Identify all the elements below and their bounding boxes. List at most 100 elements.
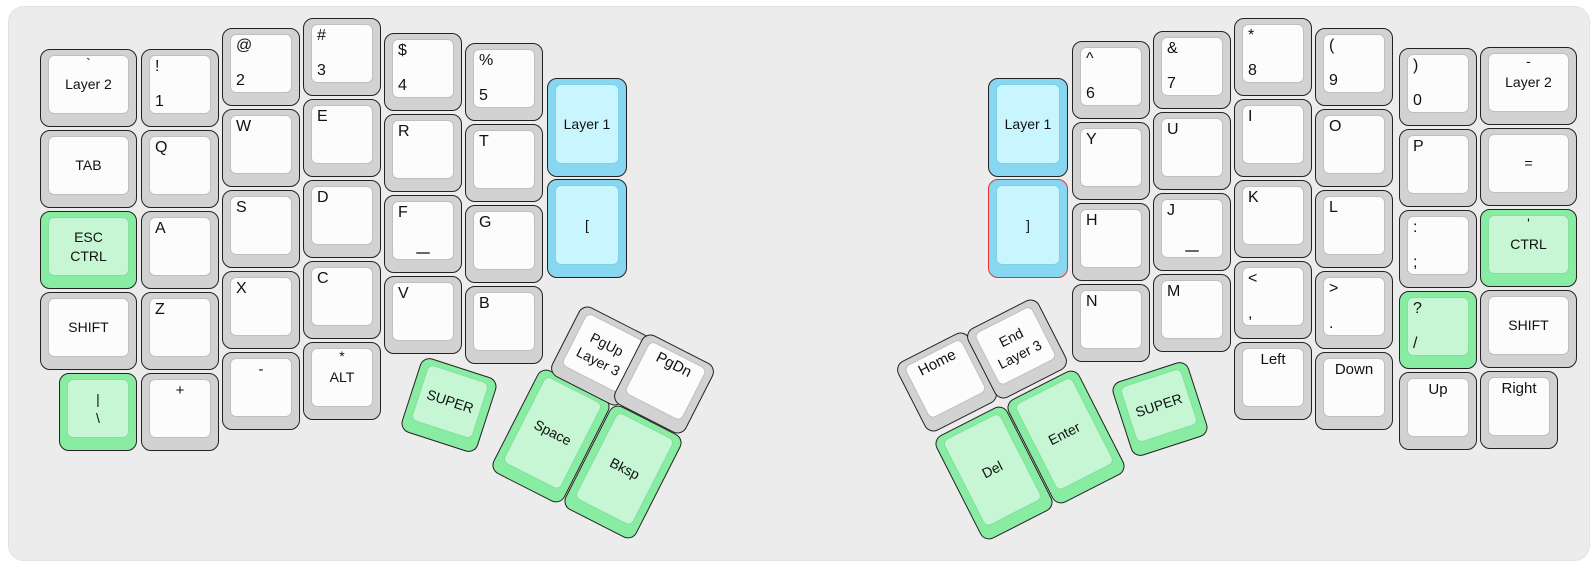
key-h[interactable]: H xyxy=(1072,203,1150,281)
key-e[interactable]: E xyxy=(303,99,381,177)
key-quote-ctrl[interactable]: 'CTRL xyxy=(1480,209,1577,287)
key-layer1-right[interactable]: Layer 1 xyxy=(988,78,1068,177)
key-left-bracket-label-line: [ xyxy=(585,216,589,233)
key-left-bracket[interactable]: [ xyxy=(547,179,627,278)
key-colon-semicolon[interactable]: :; xyxy=(1399,210,1477,288)
key-hash-3[interactable]: #3 xyxy=(303,18,381,96)
key-a[interactable]: A xyxy=(141,211,219,289)
key-right-bracket[interactable]: ] xyxy=(988,179,1068,278)
key-paren-9-cap: (9 xyxy=(1323,34,1385,93)
key-j[interactable]: J xyxy=(1153,193,1231,271)
key-k[interactable]: K xyxy=(1234,180,1312,258)
key-u[interactable]: U xyxy=(1153,112,1231,190)
key-layer1-left[interactable]: Layer 1 xyxy=(547,78,627,177)
key-b[interactable]: B xyxy=(465,286,543,364)
key-greater-period[interactable]: >. xyxy=(1315,271,1393,349)
key-d-cap: D xyxy=(311,186,373,245)
key-z[interactable]: Z xyxy=(141,292,219,370)
key-shift-left[interactable]: SHIFT xyxy=(40,292,137,370)
key-arrow-right-cap: Right xyxy=(1488,377,1550,436)
key-arrow-down[interactable]: Down xyxy=(1315,352,1393,430)
key-arrow-right[interactable]: Right xyxy=(1480,371,1558,449)
key-colon-semicolon-shift-label: : xyxy=(1413,219,1418,236)
key-equals[interactable]: = xyxy=(1480,128,1577,206)
key-super-left[interactable]: SUPER xyxy=(398,355,500,455)
key-paren-9[interactable]: (9 xyxy=(1315,28,1393,106)
key-amp-7[interactable]: &7 xyxy=(1153,31,1231,109)
key-pgdn-label: PgDn xyxy=(653,348,695,381)
key-plus[interactable]: + xyxy=(141,373,219,451)
key-super-right-label: SUPER xyxy=(1121,369,1198,442)
key-star-alt[interactable]: *ALT xyxy=(303,342,381,420)
key-arrow-up[interactable]: Up xyxy=(1399,372,1477,450)
key-x[interactable]: X xyxy=(222,271,300,349)
key-dollar-4[interactable]: $4 xyxy=(384,33,462,111)
key-tab-label: TAB xyxy=(49,137,128,194)
key-equals-cap: = xyxy=(1488,134,1569,193)
key-caret-6-label: 6 xyxy=(1086,85,1095,102)
key-c-cap: C xyxy=(311,267,373,326)
key-q[interactable]: Q xyxy=(141,130,219,208)
key-r[interactable]: R xyxy=(384,114,462,192)
key-m-label: M xyxy=(1167,283,1181,300)
key-esc-ctrl-label-line: CTRL xyxy=(70,247,107,264)
key-m[interactable]: M xyxy=(1153,274,1231,352)
key-arrow-left-label: Left xyxy=(1260,351,1286,368)
key-h-cap: H xyxy=(1080,209,1142,268)
key-c-label: C xyxy=(317,270,329,287)
key-j-homing-bar xyxy=(1185,249,1199,252)
key-dash-layer2-cap: -Layer 2 xyxy=(1488,53,1569,112)
key-f-label: F xyxy=(398,204,408,221)
key-o[interactable]: O xyxy=(1315,109,1393,187)
key-y-label: Y xyxy=(1086,131,1097,148)
key-n[interactable]: N xyxy=(1072,284,1150,362)
key-backtick-layer2[interactable]: `Layer 2 xyxy=(40,49,137,127)
key-g[interactable]: G xyxy=(465,205,543,283)
key-tab[interactable]: TAB xyxy=(40,130,137,208)
key-percent-5[interactable]: %5 xyxy=(465,43,543,121)
key-question-slash-cap: ?/ xyxy=(1407,297,1469,356)
key-at-2[interactable]: @2 xyxy=(222,28,300,106)
key-y[interactable]: Y xyxy=(1072,122,1150,200)
key-star-8[interactable]: *8 xyxy=(1234,18,1312,96)
key-less-comma[interactable]: <, xyxy=(1234,261,1312,339)
key-w[interactable]: W xyxy=(222,109,300,187)
key-exclam-1-label: 1 xyxy=(155,93,164,110)
key-left-bracket-label: [ xyxy=(556,186,618,264)
key-shift-right-label: SHIFT xyxy=(1489,297,1568,354)
key-less-comma-label: , xyxy=(1248,305,1253,322)
key-quote-ctrl-label: CTRL xyxy=(1510,236,1547,252)
key-f[interactable]: F xyxy=(384,195,462,273)
key-at-2-label: 2 xyxy=(236,72,245,89)
key-caret-6[interactable]: ^6 xyxy=(1072,41,1150,119)
key-plus-cap: + xyxy=(149,379,211,438)
key-dash-layer2[interactable]: -Layer 2 xyxy=(1480,47,1577,125)
key-l[interactable]: L xyxy=(1315,190,1393,268)
key-i[interactable]: I xyxy=(1234,99,1312,177)
key-tab-cap: TAB xyxy=(48,136,129,195)
key-v[interactable]: V xyxy=(384,276,462,354)
key-arrow-down-label: Down xyxy=(1334,361,1374,378)
key-star-alt-label: ALT xyxy=(329,369,355,385)
key-super-right[interactable]: SUPER xyxy=(1109,359,1211,459)
key-z-cap: Z xyxy=(149,298,211,357)
key-s[interactable]: S xyxy=(222,190,300,268)
key-p[interactable]: P xyxy=(1399,129,1477,207)
key-left-bracket-cap: [ xyxy=(555,185,619,265)
key-pipe-backslash[interactable]: |\ xyxy=(59,373,137,451)
key-d[interactable]: D xyxy=(303,180,381,258)
key-paren-0[interactable]: )0 xyxy=(1399,48,1477,126)
key-t[interactable]: T xyxy=(465,124,543,202)
key-arrow-left[interactable]: Left xyxy=(1234,342,1312,420)
key-c[interactable]: C xyxy=(303,261,381,339)
key-layer1-left-label: Layer 1 xyxy=(556,85,618,163)
key-layer1-right-label: Layer 1 xyxy=(997,85,1059,163)
key-pipe-backslash-label-line: | xyxy=(96,390,100,407)
key-exclam-1[interactable]: !1 xyxy=(141,49,219,127)
key-minus-label: - xyxy=(258,361,264,378)
key-minus[interactable]: - xyxy=(222,352,300,430)
key-paren-0-cap: )0 xyxy=(1407,54,1469,113)
key-question-slash[interactable]: ?/ xyxy=(1399,291,1477,369)
key-shift-right[interactable]: SHIFT xyxy=(1480,290,1577,368)
